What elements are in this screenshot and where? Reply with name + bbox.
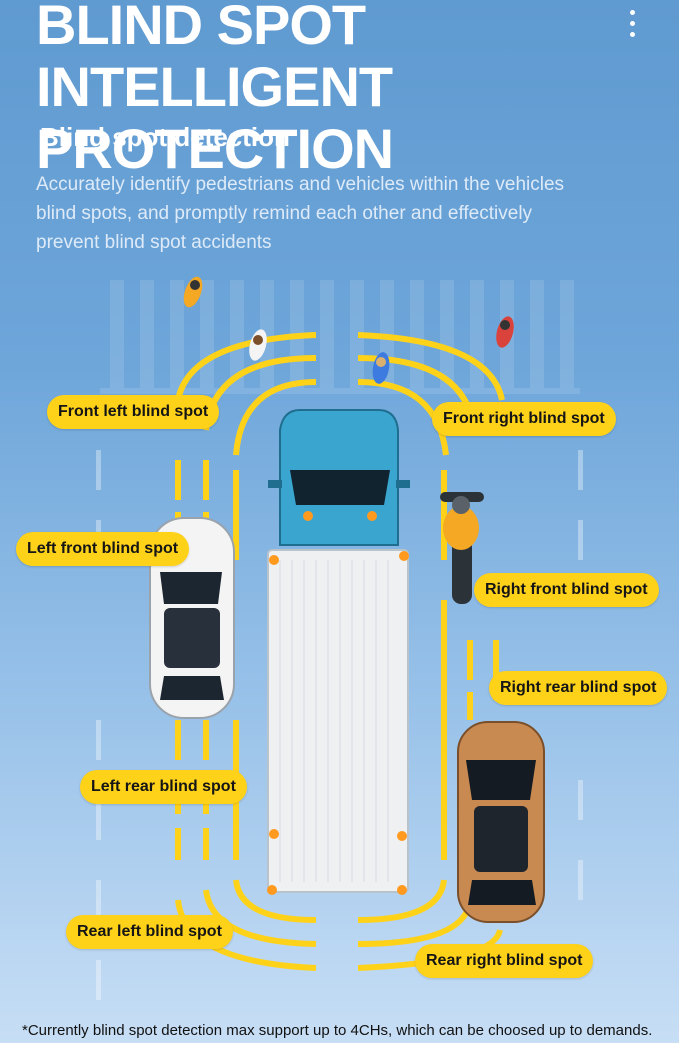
pedestrians	[183, 276, 514, 384]
label-rear-right-blind-spot: Rear right blind spot	[415, 944, 594, 978]
label-front-left-blind-spot: Front left blind spot	[47, 395, 220, 429]
camera-indicators	[267, 511, 409, 895]
label-left-rear-blind-spot: Left rear blind spot	[80, 770, 247, 804]
label-right-front-blind-spot: Right front blind spot	[474, 573, 659, 607]
left-car	[149, 517, 235, 719]
label-rear-left-blind-spot: Rear left blind spot	[66, 915, 233, 949]
crosswalk	[100, 280, 580, 394]
right-car	[457, 721, 545, 923]
more-vertical-icon[interactable]	[627, 10, 637, 42]
truck-cargo-box	[267, 549, 409, 893]
motorcycle	[440, 492, 484, 604]
label-front-right-blind-spot: Front right blind spot	[432, 402, 616, 436]
page-title: BLIND SPOT INTELLIGENT PROTECTION	[36, 0, 394, 180]
footnote: *Currently blind spot detection max supp…	[22, 1022, 653, 1039]
truck	[267, 409, 410, 895]
label-left-front-blind-spot: Left front blind spot	[16, 532, 190, 566]
description-text: Accurately identify pedestrians and vehi…	[36, 174, 565, 253]
section-subtitle: Blind spot detection	[40, 122, 290, 152]
label-right-rear-blind-spot: Right rear blind spot	[489, 671, 668, 705]
